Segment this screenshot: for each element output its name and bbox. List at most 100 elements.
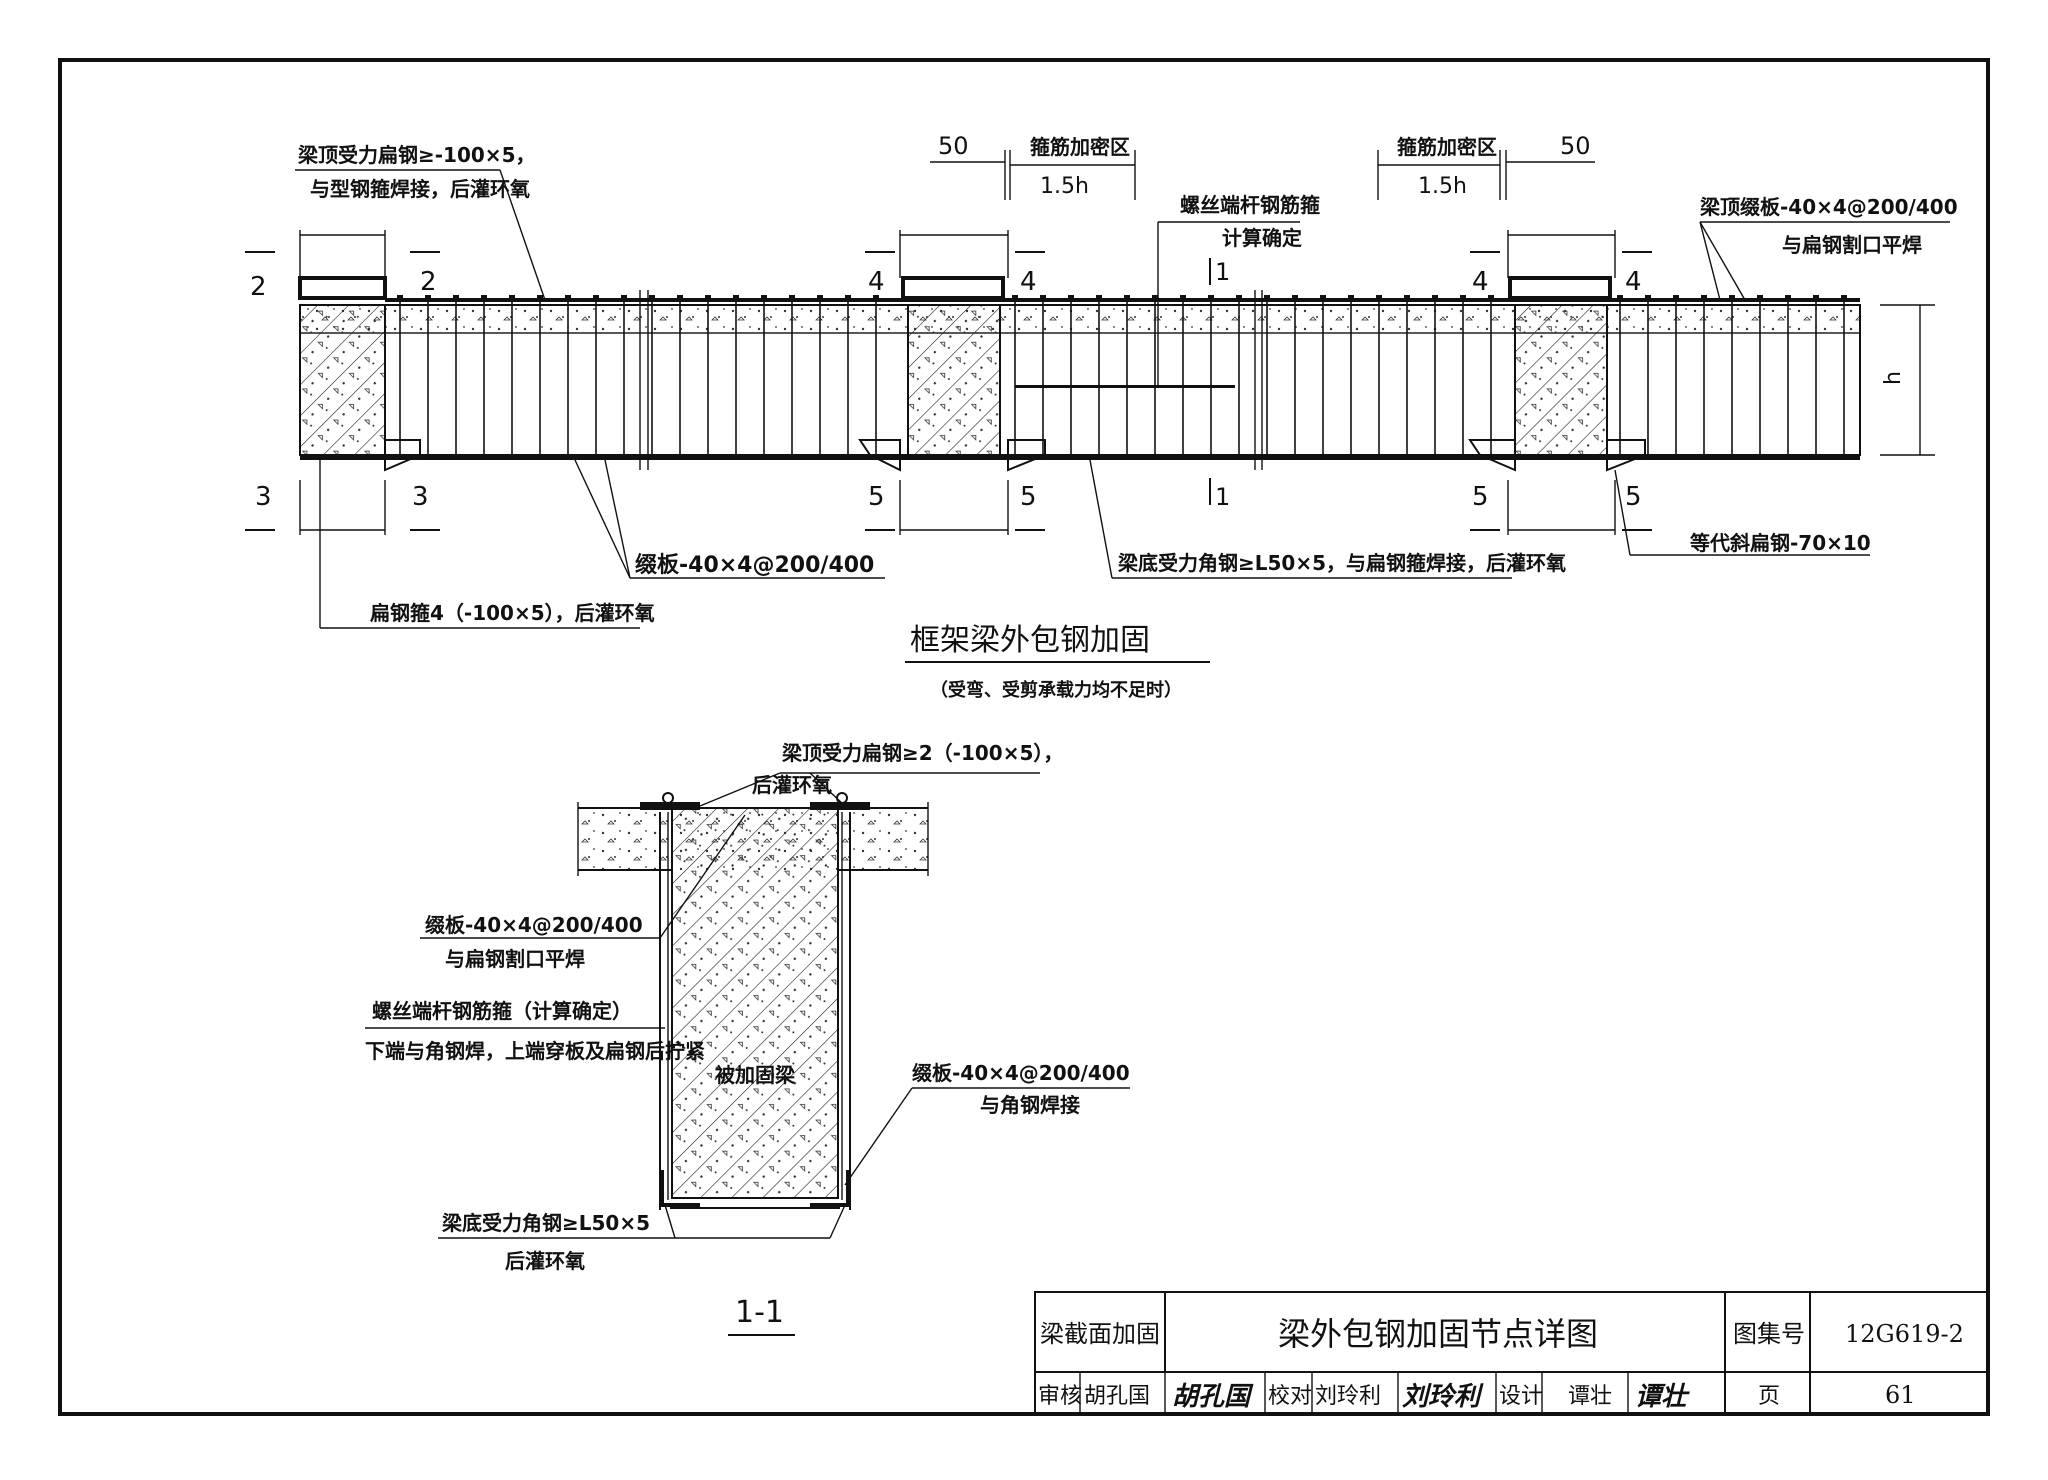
batten-dot bbox=[397, 295, 403, 301]
batten-dot bbox=[1785, 295, 1791, 301]
note-bottom-angle: 梁底受力角钢≥L50×5，与扁钢箍焊接，后灌环氧 bbox=[1117, 551, 1566, 575]
section-note-batten2-l1: 缀板-40×4@200/400 bbox=[912, 1061, 1130, 1085]
section-note-batten-l1: 缀板-40×4@200/400 bbox=[425, 913, 643, 937]
batten-dot bbox=[1068, 295, 1074, 301]
batten-dot bbox=[481, 295, 487, 301]
tb-design-signature: 谭壮 bbox=[1635, 1382, 1690, 1412]
elevation-notes: 梁顶受力扁钢≥-100×5， 与型钢箍焊接，后灌环氧 螺丝端杆钢筋箍 计算确定 … bbox=[295, 143, 1958, 629]
batten-dot bbox=[1236, 295, 1242, 301]
tb-page-label: 页 bbox=[1758, 1384, 1780, 1409]
elevation-subtitle: （受弯、受剪承载力均不足时） bbox=[930, 679, 1182, 701]
tb-design-name: 谭壮 bbox=[1568, 1384, 1612, 1409]
batten-dot bbox=[677, 295, 683, 301]
cap-plate-left bbox=[298, 276, 387, 300]
tb-review-signature: 胡孔国 bbox=[1172, 1382, 1254, 1412]
batten-dot bbox=[1012, 295, 1018, 301]
section-note-bolt-l2: 下端与角钢焊，上端穿板及扁钢后拧紧 bbox=[365, 1039, 705, 1063]
dim-left-15h: 1.5h bbox=[1040, 174, 1089, 199]
tb-atlas-label: 图集号 bbox=[1733, 1320, 1805, 1348]
svg-text:1: 1 bbox=[1215, 483, 1230, 511]
batten-dot bbox=[789, 295, 795, 301]
tb-page-no: 61 bbox=[1885, 1381, 1916, 1409]
batten-dot bbox=[1292, 295, 1298, 301]
batten-dot bbox=[1208, 295, 1214, 301]
elevation-title: 框架梁外包钢加固 bbox=[910, 623, 1150, 658]
note-top-batten-l1: 梁顶缀板-40×4@200/400 bbox=[1699, 195, 1958, 219]
beam-section bbox=[671, 807, 839, 1199]
batten-dot bbox=[1841, 295, 1847, 301]
column-left bbox=[299, 304, 386, 456]
dim-right-15h: 1.5h bbox=[1418, 174, 1467, 199]
svg-text:5: 5 bbox=[868, 482, 885, 512]
batten-dot bbox=[621, 295, 627, 301]
batten-dot bbox=[1673, 295, 1679, 301]
batten-dot bbox=[453, 295, 459, 301]
title-block: 梁截面加固 梁外包钢加固节点详图 图集号 12G619-2 审核 胡孔国 胡孔国… bbox=[1034, 1291, 1989, 1415]
top-dimensions: 50 箍筋加密区 1.5h 箍筋加密区 1.5h 50 bbox=[930, 132, 1595, 200]
batten-dot bbox=[1813, 295, 1819, 301]
section-note-bottom-l1: 梁底受力角钢≥L50×5 bbox=[441, 1211, 650, 1235]
stirrups bbox=[397, 295, 1847, 460]
batten-dot bbox=[1320, 295, 1326, 301]
section-1-1: 梁顶受力扁钢≥2（-100×5）， 后灌环氧 缀板-40×4@200/400 与… bbox=[365, 741, 1130, 1336]
batten-dot bbox=[1460, 295, 1466, 301]
batten-dot bbox=[1617, 295, 1623, 301]
batten-dot bbox=[425, 295, 431, 301]
cap-plate-middle bbox=[901, 276, 1005, 300]
sheet-border bbox=[58, 58, 1990, 1416]
batten-dot bbox=[1432, 295, 1438, 301]
dim-h: h bbox=[1881, 371, 1906, 385]
batten-dot bbox=[1264, 295, 1270, 301]
svg-text:5: 5 bbox=[1020, 482, 1037, 512]
cap-plate-right bbox=[1508, 276, 1612, 300]
tb-check-name: 刘玲利 bbox=[1315, 1384, 1381, 1409]
svg-text:4: 4 bbox=[1020, 267, 1037, 297]
section-note-top-flat-l2: 后灌环氧 bbox=[752, 773, 832, 797]
note-top-flat-l1: 梁顶受力扁钢≥-100×5， bbox=[297, 143, 535, 167]
svg-text:3: 3 bbox=[412, 482, 429, 512]
svg-text:4: 4 bbox=[868, 267, 885, 297]
svg-text:4: 4 bbox=[1625, 267, 1642, 297]
batten-dot bbox=[649, 295, 655, 301]
batten-dot bbox=[1124, 295, 1130, 301]
tb-category: 梁截面加固 bbox=[1040, 1320, 1160, 1348]
tb-design-label: 设计 bbox=[1499, 1384, 1543, 1409]
svg-text:1: 1 bbox=[1215, 258, 1230, 286]
tb-review-name: 胡孔国 bbox=[1084, 1384, 1150, 1409]
svg-text:5: 5 bbox=[1625, 482, 1642, 512]
batten-dot bbox=[1404, 295, 1410, 301]
batten-dot bbox=[593, 295, 599, 301]
svg-text:2: 2 bbox=[250, 272, 267, 302]
batten-dot bbox=[1701, 295, 1707, 301]
section-note-bolt-l1: 螺丝端杆钢筋箍（计算确定） bbox=[372, 999, 632, 1023]
batten-dot bbox=[1152, 295, 1158, 301]
batten-dot bbox=[817, 295, 823, 301]
batten-dot bbox=[873, 295, 879, 301]
section-note-beam: 被加固梁 bbox=[715, 1063, 796, 1087]
dim-left-zone: 箍筋加密区 bbox=[1030, 135, 1130, 159]
batten-dot bbox=[1757, 295, 1763, 301]
tb-check-label: 校对 bbox=[1268, 1384, 1312, 1409]
section-note-batten-l2: 与扁钢割口平焊 bbox=[445, 947, 585, 971]
batten-dot bbox=[537, 295, 543, 301]
section-note-bottom-l2: 后灌环氧 bbox=[505, 1249, 585, 1273]
note-batten: 缀板-40×4@200/400 bbox=[635, 552, 874, 578]
batten-dot bbox=[761, 295, 767, 301]
svg-text:2: 2 bbox=[420, 267, 437, 297]
dim-right-50: 50 bbox=[1560, 132, 1591, 160]
section-note-top-flat-l1: 梁顶受力扁钢≥2（-100×5）， bbox=[781, 741, 1063, 765]
elevation-view: h 2 2 3 3 4 4 5 5 4 4 5 5 1 1 bbox=[245, 132, 1958, 701]
batten-dot bbox=[705, 295, 711, 301]
svg-text:5: 5 bbox=[1472, 482, 1489, 512]
svg-text:3: 3 bbox=[255, 482, 272, 512]
batten-dot bbox=[845, 295, 851, 301]
column-right bbox=[1514, 304, 1608, 456]
section-label: 1-1 bbox=[735, 1295, 784, 1330]
batten-dot bbox=[509, 295, 515, 301]
note-flat-hoop: 扁钢箍4（-100×5），后灌环氧 bbox=[370, 601, 655, 625]
svg-text:4: 4 bbox=[1472, 267, 1489, 297]
batten-dot bbox=[1729, 295, 1735, 301]
note-bolt-stirrup-l2: 计算确定 bbox=[1222, 226, 1302, 250]
section-note-batten2-l2: 与角钢焊接 bbox=[980, 1093, 1080, 1117]
